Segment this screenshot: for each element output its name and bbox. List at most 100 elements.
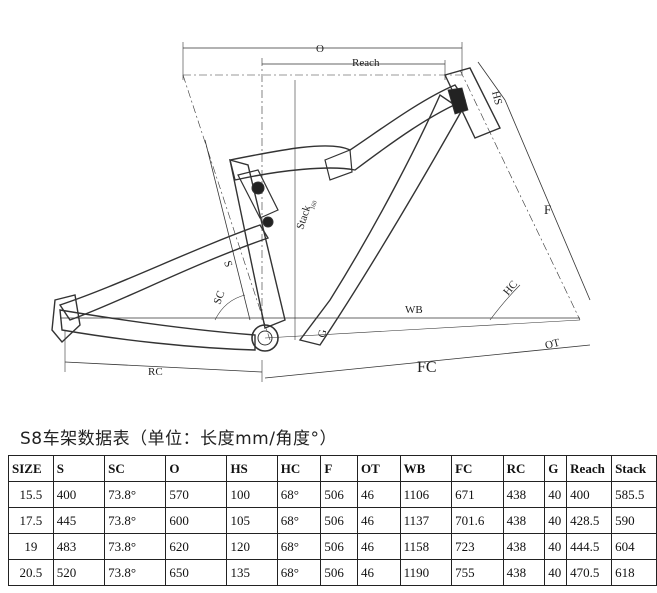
table-cell: 438	[502, 559, 546, 586]
table-cell: 400	[52, 481, 106, 508]
down-tube	[298, 93, 463, 346]
table-cell: 506	[320, 507, 359, 534]
rc-dimension-line	[64, 361, 263, 373]
table-header-row: SIZE S SC O HS HC F OT WB FC RC G Reach …	[8, 455, 657, 482]
rear-dropout	[51, 294, 81, 344]
table-cell: 120	[226, 533, 278, 560]
rc-label: RC	[148, 366, 163, 378]
col-header: WB	[399, 455, 453, 482]
col-header: G	[544, 455, 568, 482]
col-header: O	[165, 455, 228, 482]
ground-line	[264, 319, 581, 339]
seat-tube	[229, 159, 286, 329]
table-cell: 438	[502, 533, 546, 560]
table-cell: 19	[8, 533, 54, 560]
hc-label: HC	[501, 279, 520, 298]
head-tube	[444, 67, 501, 139]
table-cell: 604	[611, 533, 657, 560]
g-label: G	[316, 329, 329, 339]
col-header: OT	[357, 455, 401, 482]
table-cell: 20.5	[8, 559, 54, 586]
rear-shock	[237, 169, 279, 219]
table-cell: 444.5	[566, 533, 613, 560]
table-cell: 650	[165, 559, 228, 586]
col-header: SC	[104, 455, 167, 482]
table-cell: 438	[502, 507, 546, 534]
table-cell: 428.5	[566, 507, 613, 534]
table-cell: 520	[52, 559, 106, 586]
col-header: RC	[502, 455, 546, 482]
table-cell: 1158	[399, 533, 453, 560]
wb-label: WB	[405, 304, 423, 316]
table-cell: 46	[357, 481, 401, 508]
o-label: O	[316, 43, 324, 55]
s-label: S	[221, 259, 234, 269]
head-tube-axis	[459, 69, 581, 321]
fork-length-line	[504, 99, 591, 301]
col-header: S	[52, 455, 106, 482]
table-cell: 68°	[276, 533, 322, 560]
col-header: SIZE	[8, 455, 54, 482]
table-cell: 46	[357, 533, 401, 560]
reach-label: Reach	[352, 57, 380, 69]
table-cell: 73.8°	[104, 481, 167, 508]
seat-stay	[58, 224, 270, 321]
table-cell: 15.5	[8, 481, 54, 508]
col-header: HS	[226, 455, 278, 482]
shock-spring	[251, 181, 265, 195]
table-cell: 755	[451, 559, 504, 586]
table-row: 20.5 520 73.8° 650 135 68° 506 46 1190 7…	[8, 559, 657, 586]
table-cell: 620	[165, 533, 228, 560]
table-cell: 135	[226, 559, 278, 586]
s-dimension-line	[204, 139, 251, 321]
frame-geometry-diagram: O Reach HS F Stack 160 S SC WB HC G OT R…	[51, 42, 591, 382]
table-cell: 570	[165, 481, 228, 508]
ot-label: OT	[544, 337, 561, 352]
col-header: F	[320, 455, 359, 482]
table-cell: 100	[226, 481, 278, 508]
table-cell: 470.5	[566, 559, 613, 586]
table-cell: 40	[544, 507, 568, 534]
col-header: Stack	[611, 455, 657, 482]
bottom-bracket	[251, 324, 279, 352]
rocker-link	[324, 149, 353, 181]
table-cell: 68°	[276, 559, 322, 586]
sc-angle-arc	[214, 294, 246, 321]
table-cell: 73.8°	[104, 507, 167, 534]
hs-label: HS	[489, 90, 504, 107]
fc-dimension-line	[264, 344, 591, 379]
hs-dimension-line	[477, 61, 506, 101]
table-cell: 483	[52, 533, 106, 560]
table-cell: 1137	[399, 507, 453, 534]
table-cell: 618	[611, 559, 657, 586]
table-cell: 506	[320, 533, 359, 560]
table-cell: 73.8°	[104, 533, 167, 560]
table-cell: 105	[226, 507, 278, 534]
seat-tube-axis	[182, 74, 271, 341]
table-cell: 40	[544, 533, 568, 560]
table-cell: 723	[451, 533, 504, 560]
table-cell: 73.8°	[104, 559, 167, 586]
table-cell: 1190	[399, 559, 453, 586]
table-cell: 438	[502, 481, 546, 508]
table-cell: 671	[451, 481, 504, 508]
table-cell: 68°	[276, 481, 322, 508]
table-row: 17.5 445 73.8° 600 105 68° 506 46 1137 7…	[8, 507, 657, 534]
table-cell: 46	[357, 559, 401, 586]
geometry-table: SIZE S SC O HS HC F OT WB FC RC G Reach …	[8, 455, 657, 586]
table-row: 19 483 73.8° 620 120 68° 506 46 1158 723…	[8, 533, 657, 560]
table-cell: 68°	[276, 507, 322, 534]
col-header: HC	[276, 455, 322, 482]
table-cell: 445	[52, 507, 106, 534]
angle-note-label: 160	[310, 200, 318, 210]
f-label: F	[544, 202, 551, 217]
chain-stay	[59, 309, 256, 351]
table-cell: 1106	[399, 481, 453, 508]
fc-label: FC	[417, 359, 437, 376]
col-header: FC	[451, 455, 504, 482]
sc-label: SC	[212, 289, 228, 306]
table-cell: 506	[320, 559, 359, 586]
table-cell: 590	[611, 507, 657, 534]
table-cell: 600	[165, 507, 228, 534]
table-cell: 585.5	[611, 481, 657, 508]
